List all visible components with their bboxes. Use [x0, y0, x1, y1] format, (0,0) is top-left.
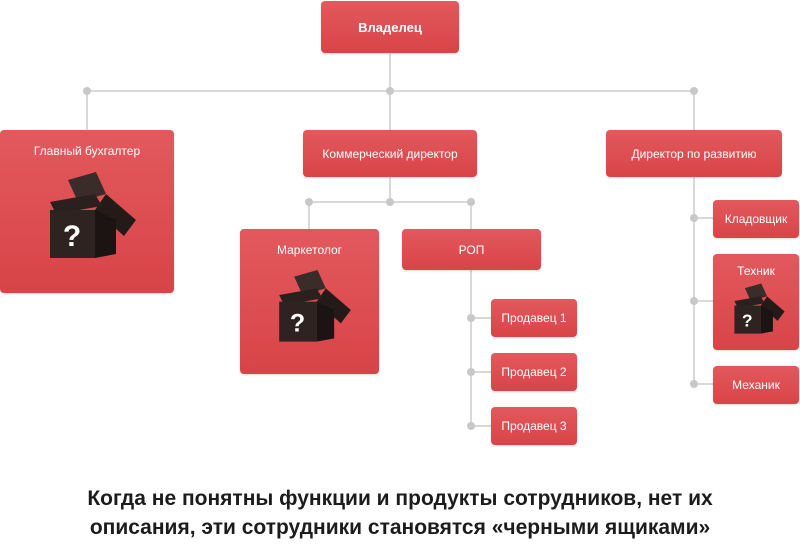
node-seller-2: Продавец 2	[491, 353, 577, 391]
node-technician-label: Техник	[737, 264, 775, 278]
node-mechanic-label: Механик	[732, 378, 780, 392]
black-box-icon: ?	[734, 283, 785, 334]
node-marketer: Маркетолог ?	[240, 229, 379, 374]
caption-line-1: Когда не понятны функции и продукты сотр…	[87, 487, 713, 510]
node-chief-accountant: Главный бухгалтер ?	[0, 130, 174, 293]
node-storekeeper-label: Кладовщик	[724, 212, 788, 226]
node-seller-3: Продавец 3	[491, 407, 577, 445]
node-chief-accountant-label: Главный бухгалтер	[33, 144, 141, 158]
node-owner-label: Владелец	[358, 19, 422, 35]
node-commercial-director-label: Коммерческий директор	[322, 146, 458, 161]
node-technician: Техник ?	[713, 254, 799, 350]
node-owner: Владелец	[321, 1, 459, 53]
node-development-director-label: Директор по развитию	[631, 146, 757, 161]
node-development-director: Директор по развитию	[606, 130, 782, 177]
caption-line-2: описания, эти сотрудники становятся «чер…	[89, 516, 711, 539]
svg-text:?: ?	[289, 310, 304, 338]
node-seller-1-label: Продавец 1	[501, 311, 567, 325]
node-rop: РОП	[402, 229, 541, 270]
node-seller-2-label: Продавец 2	[501, 365, 567, 379]
node-marketer-label: Маркетолог	[276, 243, 343, 257]
svg-text:?: ?	[742, 311, 753, 331]
node-commercial-director: Коммерческий директор	[303, 130, 477, 177]
caption: Когда не понятны функции и продукты сотр…	[0, 484, 800, 542]
node-rop-label: РОП	[458, 242, 485, 257]
black-box-icon: ?	[50, 172, 136, 258]
node-mechanic: Механик	[713, 366, 799, 404]
node-seller-1: Продавец 1	[491, 299, 577, 337]
node-seller-3-label: Продавец 3	[501, 419, 567, 433]
node-storekeeper: Кладовщик	[713, 200, 799, 238]
svg-text:?: ?	[63, 220, 81, 253]
black-box-icon: ?	[278, 270, 351, 342]
